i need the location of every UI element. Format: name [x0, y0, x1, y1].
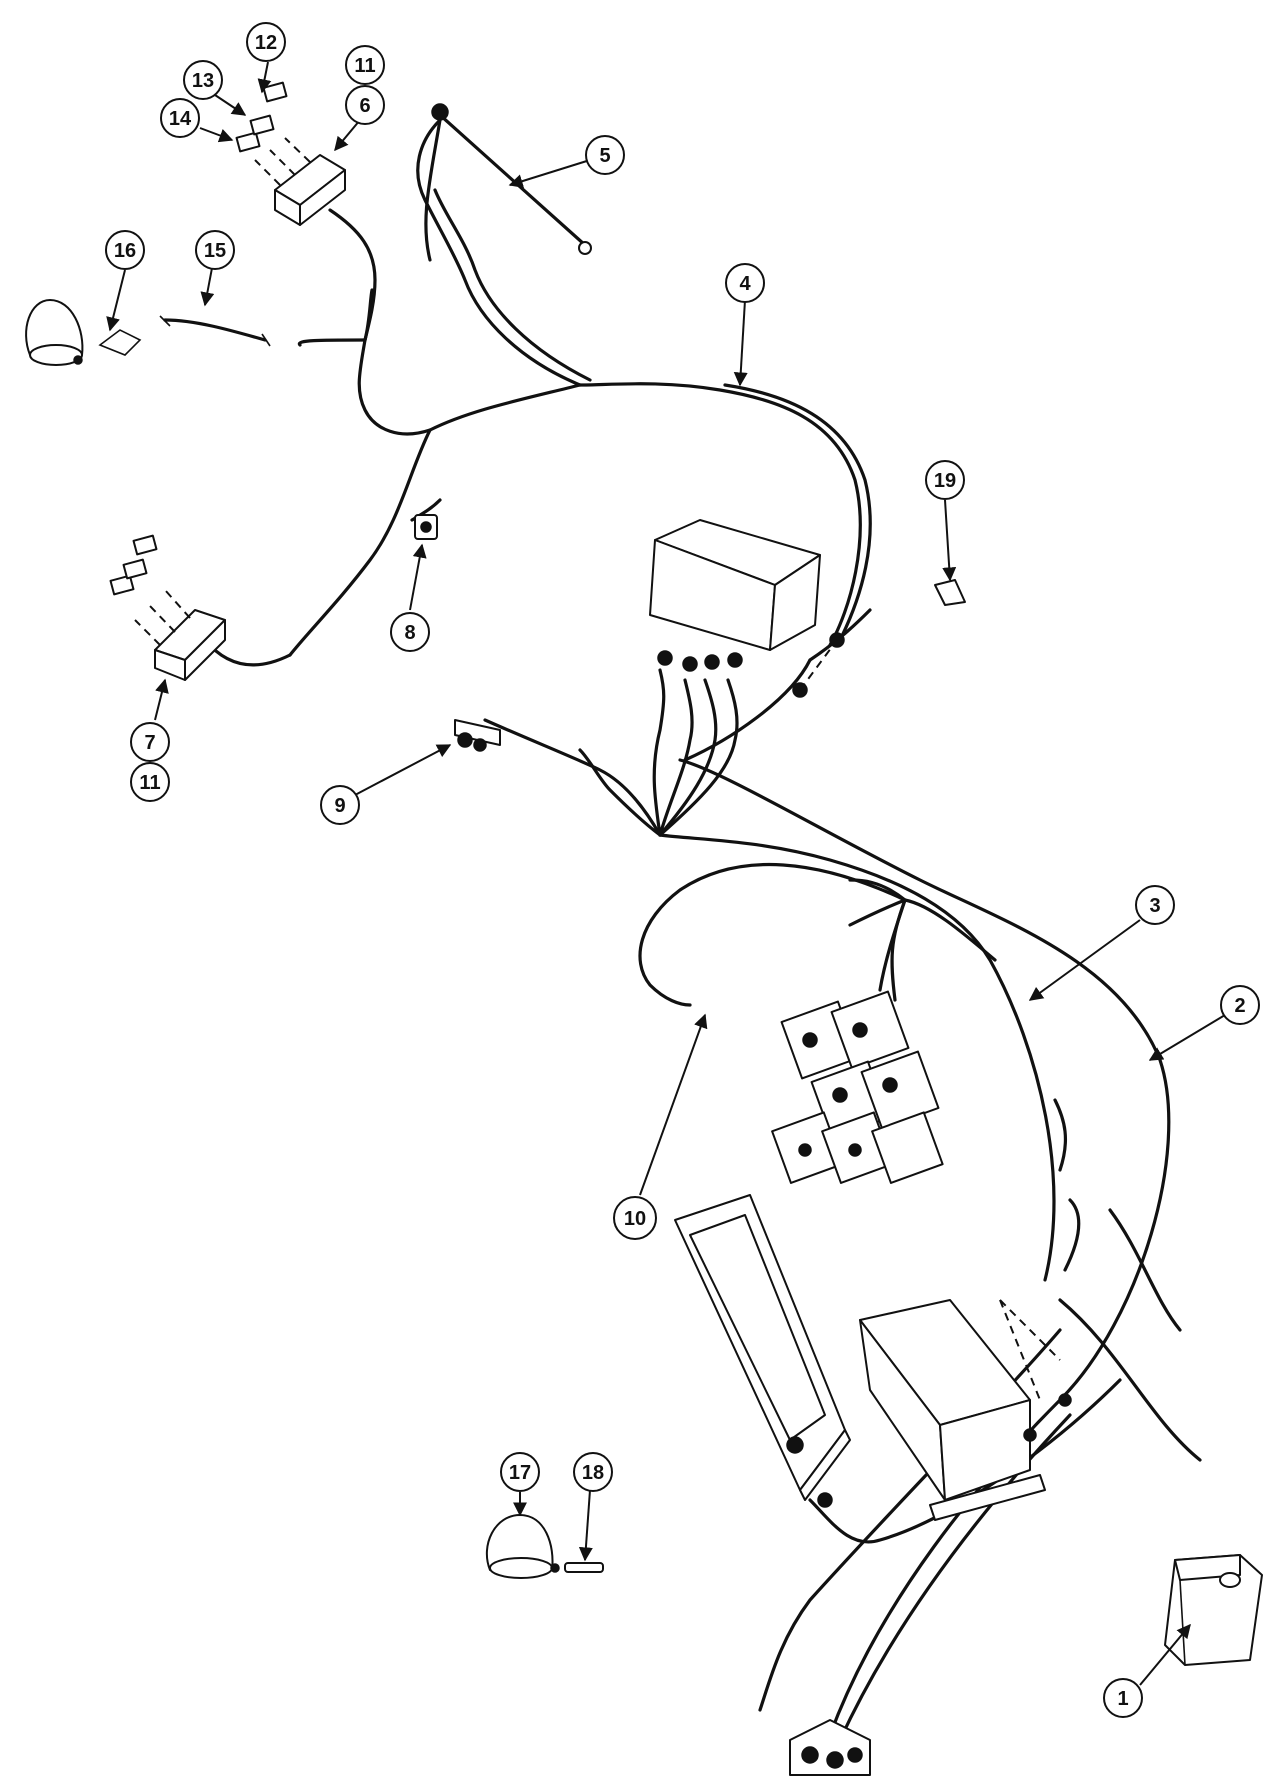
callout-15: 15 — [195, 230, 235, 307]
part-16-lamp — [25, 299, 142, 366]
callout-4: 4 — [725, 263, 765, 387]
callout-2: 2 — [1148, 985, 1260, 1061]
part-8-switch — [414, 514, 438, 540]
callout-14: 14 — [160, 98, 234, 143]
callout-13: 13 — [183, 60, 247, 116]
part-7-lenses — [109, 534, 158, 596]
part-19-tag — [934, 579, 966, 606]
mounting-box — [859, 1299, 1072, 1521]
callout-2-label: 2 — [1234, 995, 1245, 1017]
callout-19: 19 — [925, 460, 965, 582]
callout-1-label: 1 — [1117, 1688, 1128, 1710]
callout-14-label: 14 — [169, 108, 192, 130]
callout-8: 8 — [390, 543, 430, 652]
lenses-12-13-14 — [235, 81, 288, 153]
callout-7-11: 7 11 — [130, 678, 170, 802]
callout-18-label: 18 — [582, 1462, 604, 1484]
callout-17: 17 — [500, 1452, 540, 1517]
callout-9-label: 9 — [334, 795, 345, 817]
callout-13-label: 13 — [192, 70, 214, 92]
callout-4-label: 4 — [739, 273, 751, 295]
callout-10-label: 10 — [624, 1208, 646, 1230]
callout-3-label: 3 — [1149, 895, 1160, 917]
callout-9: 9 — [320, 744, 452, 825]
part-9-connector — [454, 719, 501, 752]
part-15-harness-segment — [159, 315, 271, 347]
callout-16: 16 — [105, 230, 145, 332]
tray-enclosure — [674, 1194, 851, 1508]
callout-11-label-b: 11 — [139, 772, 160, 794]
callout-8-label: 8 — [404, 622, 415, 644]
callout-17-label: 17 — [509, 1462, 531, 1484]
part-17-lamp — [485, 1514, 560, 1579]
callout-6-11: 6 11 — [334, 45, 385, 152]
callout-6-label: 6 — [359, 95, 370, 117]
callout-10: 10 — [613, 1013, 708, 1240]
part-6-light-bar — [254, 137, 346, 226]
part-7-light-bar — [134, 589, 226, 681]
harness-wires — [203, 118, 1202, 1742]
bottom-connector — [789, 1719, 871, 1776]
part-1-bracket — [1164, 1554, 1263, 1666]
callout-5: 5 — [508, 135, 625, 188]
callout-19-label: 19 — [934, 470, 956, 492]
callout-12-label: 12 — [255, 32, 277, 54]
callout-7-label: 7 — [144, 732, 155, 754]
callout-5-label: 5 — [599, 145, 610, 167]
callout-12: 12 — [246, 22, 286, 94]
callout-1: 1 — [1103, 1623, 1191, 1718]
callout-18: 18 — [573, 1452, 613, 1562]
callout-3: 3 — [1028, 885, 1175, 1001]
part-18-pin — [564, 1562, 604, 1573]
callout-15-label: 15 — [204, 240, 226, 262]
control-box — [649, 519, 845, 698]
callout-11-label-a: 11 — [354, 55, 375, 77]
callout-16-label: 16 — [114, 240, 136, 262]
relay-block — [771, 990, 944, 1184]
